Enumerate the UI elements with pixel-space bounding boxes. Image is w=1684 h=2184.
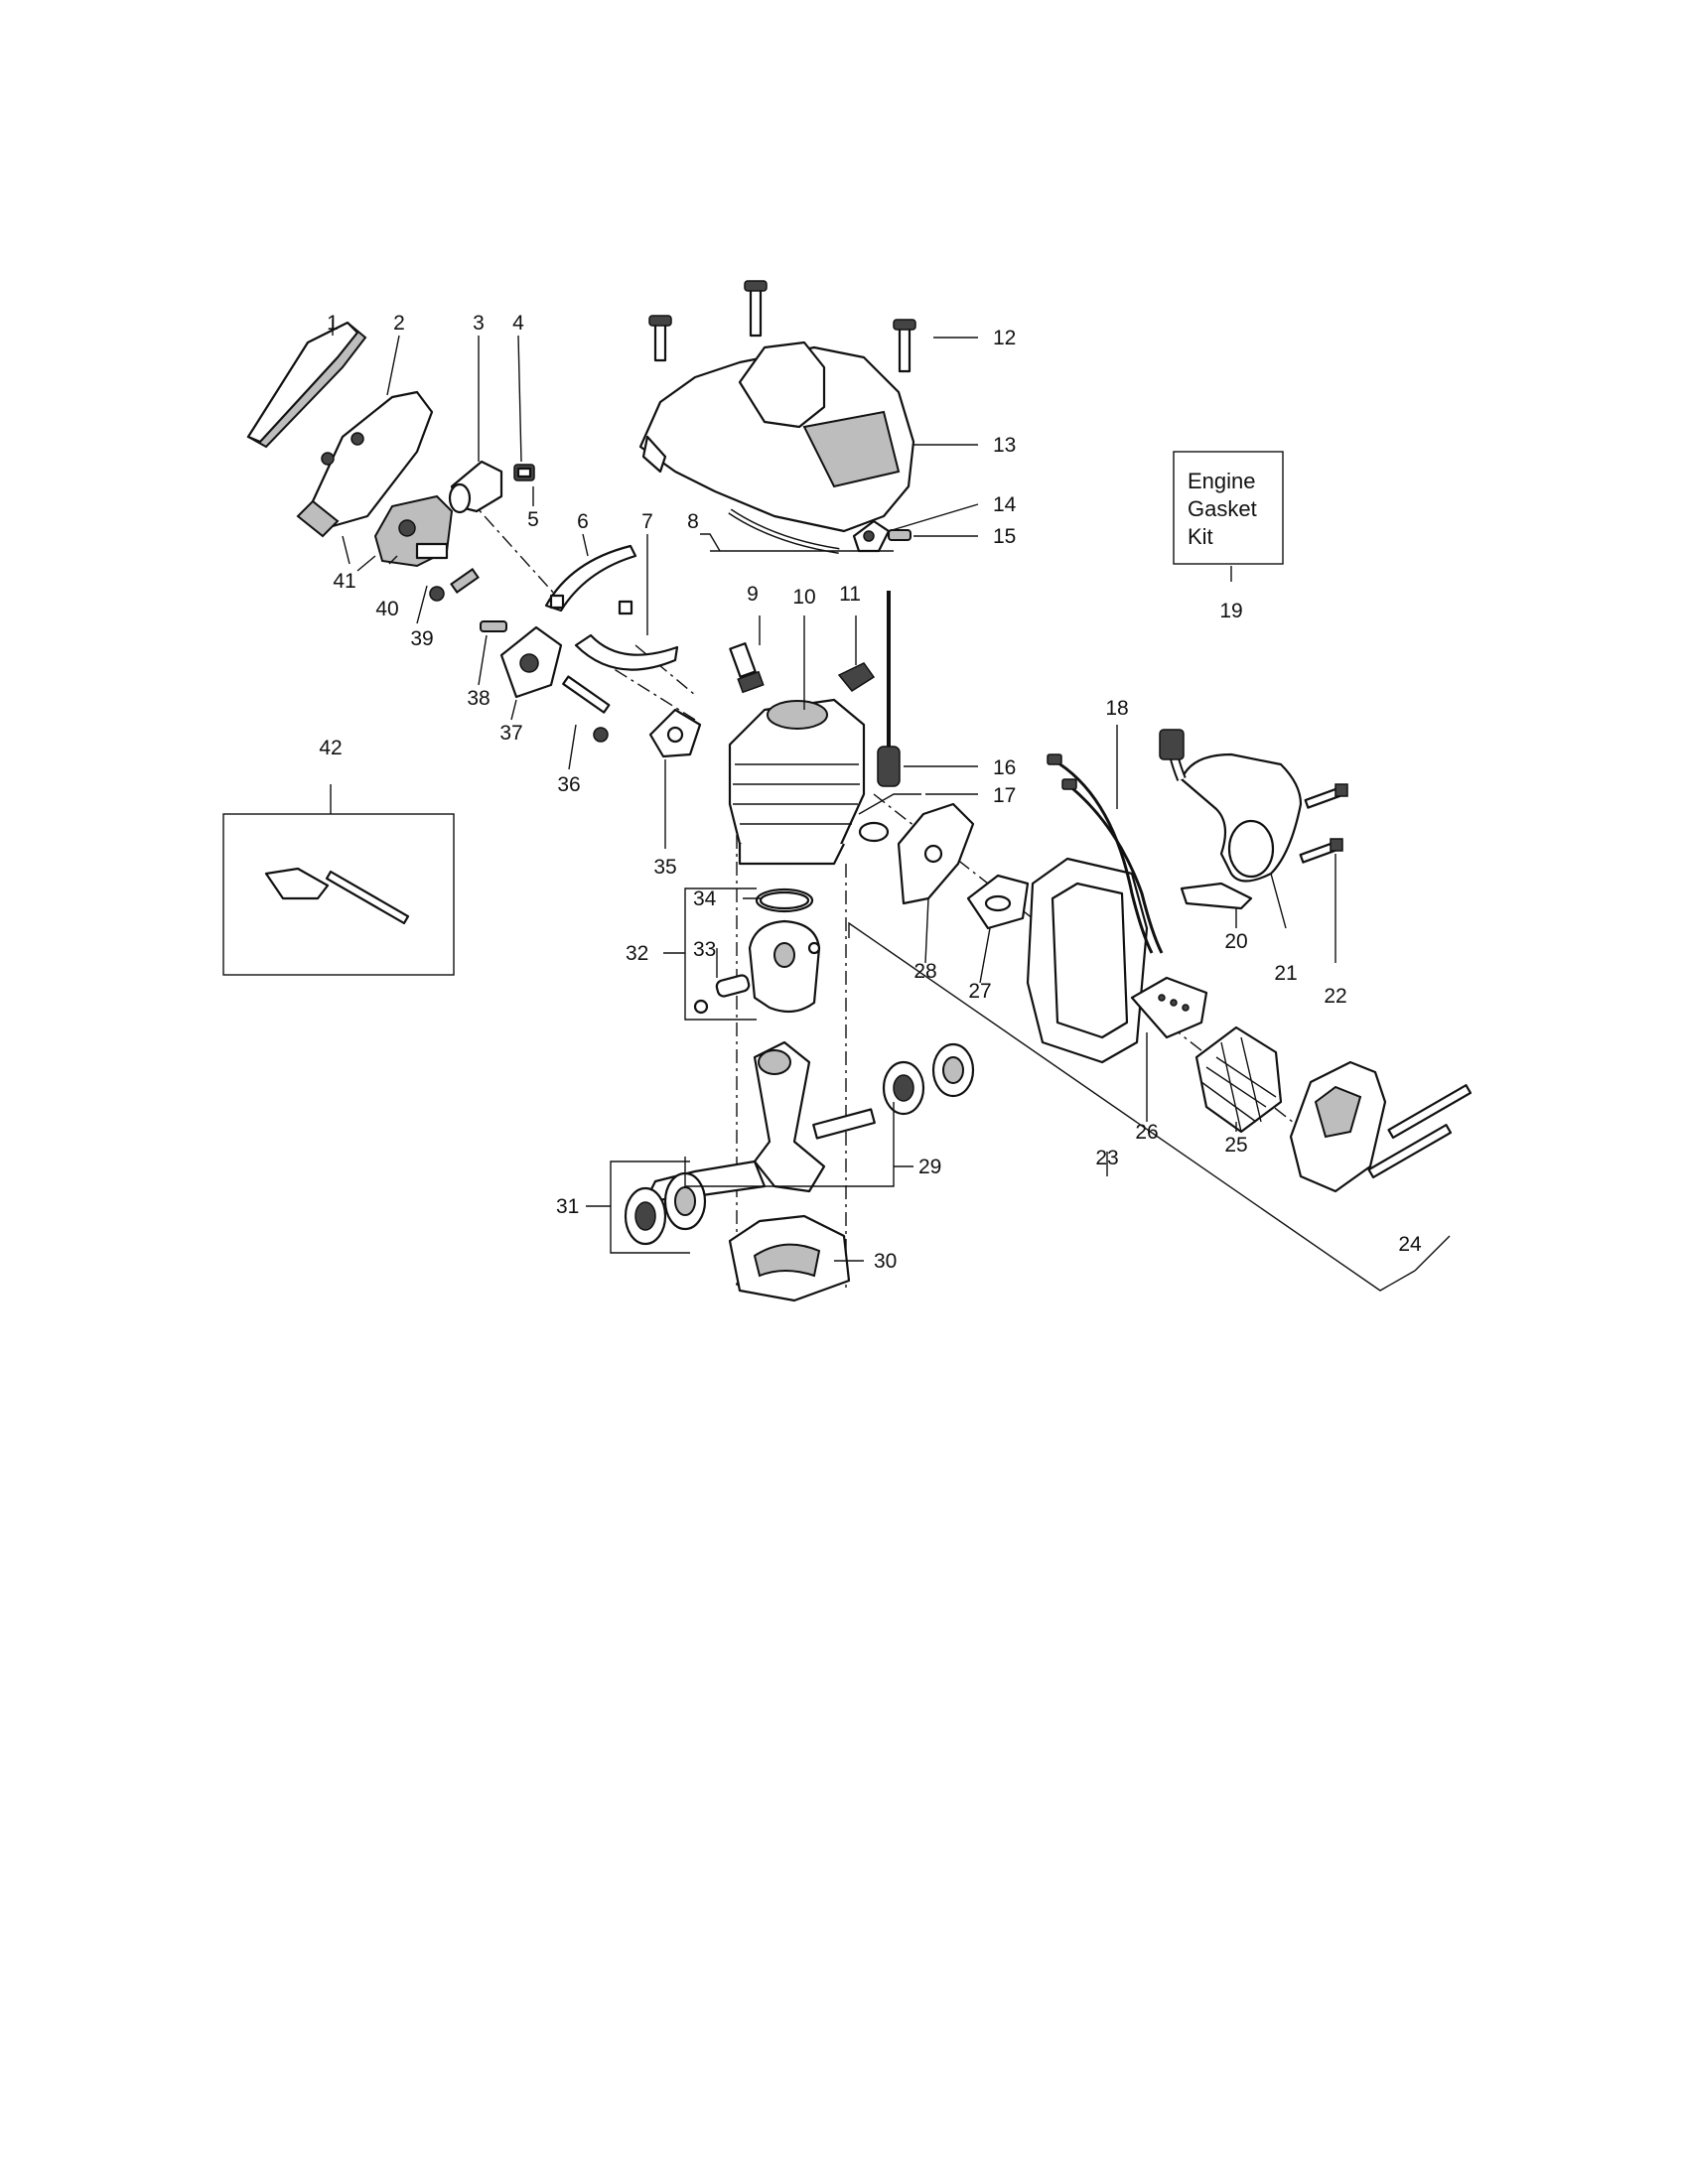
part-40-carburetor (356, 494, 454, 572)
part-10-cylinder (728, 698, 866, 866)
callout-41: 41 (333, 570, 355, 593)
callout-11: 11 (839, 583, 861, 606)
callout-5: 5 (527, 508, 539, 531)
part-30-crankcase (728, 1214, 851, 1302)
callout-34: 34 (693, 887, 717, 910)
part-12-screws (648, 280, 916, 373)
callout-32: 32 (626, 942, 648, 965)
part-36-bolt (562, 675, 611, 743)
callout-labels: 1 2 3 4 5 6 7 8 9 10 11 12 13 14 15 16 1… (319, 312, 1422, 1273)
part-24-bolts (1367, 1084, 1473, 1179)
part-29-crankshaft (643, 1040, 876, 1203)
callout-37: 37 (499, 722, 522, 745)
bracket-lines (586, 793, 1451, 1292)
callout-9: 9 (747, 583, 759, 606)
callout-28: 28 (913, 960, 936, 983)
callout-16: 16 (993, 756, 1016, 779)
callout-1: 1 (327, 312, 339, 335)
leader-lines (330, 320, 1336, 1132)
callout-15: 15 (993, 525, 1016, 548)
part-24-muffler-cover (1289, 1060, 1387, 1193)
callout-23: 23 (1095, 1147, 1118, 1169)
part-17-ring (858, 821, 890, 843)
part-14-bracket (852, 519, 891, 553)
kit-line-1: Engine (1188, 469, 1256, 493)
callout-42: 42 (319, 737, 342, 759)
callout-31: 31 (556, 1195, 579, 1218)
part-25-mesh (1194, 1025, 1283, 1134)
part-20-bracket (1180, 882, 1253, 910)
part-39-bolt (429, 568, 480, 602)
callout-36: 36 (557, 773, 580, 796)
part-7-strap (574, 600, 679, 671)
callout-24: 24 (1398, 1233, 1422, 1256)
part-3-elbow (448, 460, 503, 514)
part-4-clip (513, 464, 535, 481)
part-21-coil (1159, 729, 1303, 883)
callout-40: 40 (375, 598, 398, 620)
part-31-bearings (624, 1171, 707, 1246)
callout-14: 14 (993, 493, 1017, 516)
part-1-cover (246, 321, 367, 449)
callout-26: 26 (1135, 1121, 1158, 1144)
part-2-housing (296, 390, 434, 538)
part-27-gasket (966, 874, 1030, 930)
part-42-tool (222, 813, 455, 976)
callout-33: 33 (693, 938, 716, 961)
callout-12: 12 (993, 327, 1016, 349)
callout-30: 30 (874, 1250, 897, 1273)
engine-gasket-kit-box: Engine Gasket Kit (1173, 451, 1284, 565)
part-6-strap (544, 544, 637, 613)
callout-3: 3 (473, 312, 485, 335)
callout-18: 18 (1105, 697, 1128, 720)
part-8-hose (728, 508, 840, 554)
part-22-screws (1299, 783, 1348, 864)
callout-2: 2 (393, 312, 405, 335)
part-11-clip (837, 662, 876, 692)
part-piston (748, 919, 821, 1014)
part-38-screw (480, 620, 507, 632)
callout-19: 19 (1219, 600, 1242, 622)
callout-7: 7 (641, 510, 653, 533)
callout-35: 35 (653, 856, 676, 879)
callout-20: 20 (1224, 930, 1247, 953)
callout-22: 22 (1324, 985, 1346, 1008)
callout-8: 8 (687, 510, 699, 533)
part-37-intake (499, 625, 563, 699)
part-9-spark-plug (729, 642, 765, 694)
part-29-bearings (882, 1042, 975, 1116)
part-16-rod (877, 591, 901, 787)
part-23-muffler-body (1026, 857, 1149, 1064)
kit-line-2: Gasket (1188, 496, 1257, 521)
callout-25: 25 (1224, 1134, 1247, 1157)
callout-17: 17 (993, 784, 1016, 807)
part-28-shield (897, 802, 975, 905)
callout-29: 29 (918, 1156, 941, 1178)
callout-38: 38 (467, 687, 490, 710)
callout-6: 6 (577, 510, 589, 533)
part-15-screw (888, 529, 912, 541)
callout-4: 4 (512, 312, 524, 335)
kit-line-3: Kit (1188, 524, 1213, 549)
part-26-screen (1130, 976, 1208, 1039)
part-18-wires (1047, 753, 1164, 954)
callout-39: 39 (410, 627, 433, 650)
callout-13: 13 (993, 434, 1016, 457)
callout-21: 21 (1274, 962, 1297, 985)
part-13-top-cover (638, 341, 915, 533)
callout-10: 10 (792, 586, 815, 609)
part-34-ring (755, 887, 814, 913)
part-33-pin (693, 941, 821, 1015)
callout-27: 27 (968, 980, 991, 1003)
part-35-gasket (648, 708, 702, 758)
